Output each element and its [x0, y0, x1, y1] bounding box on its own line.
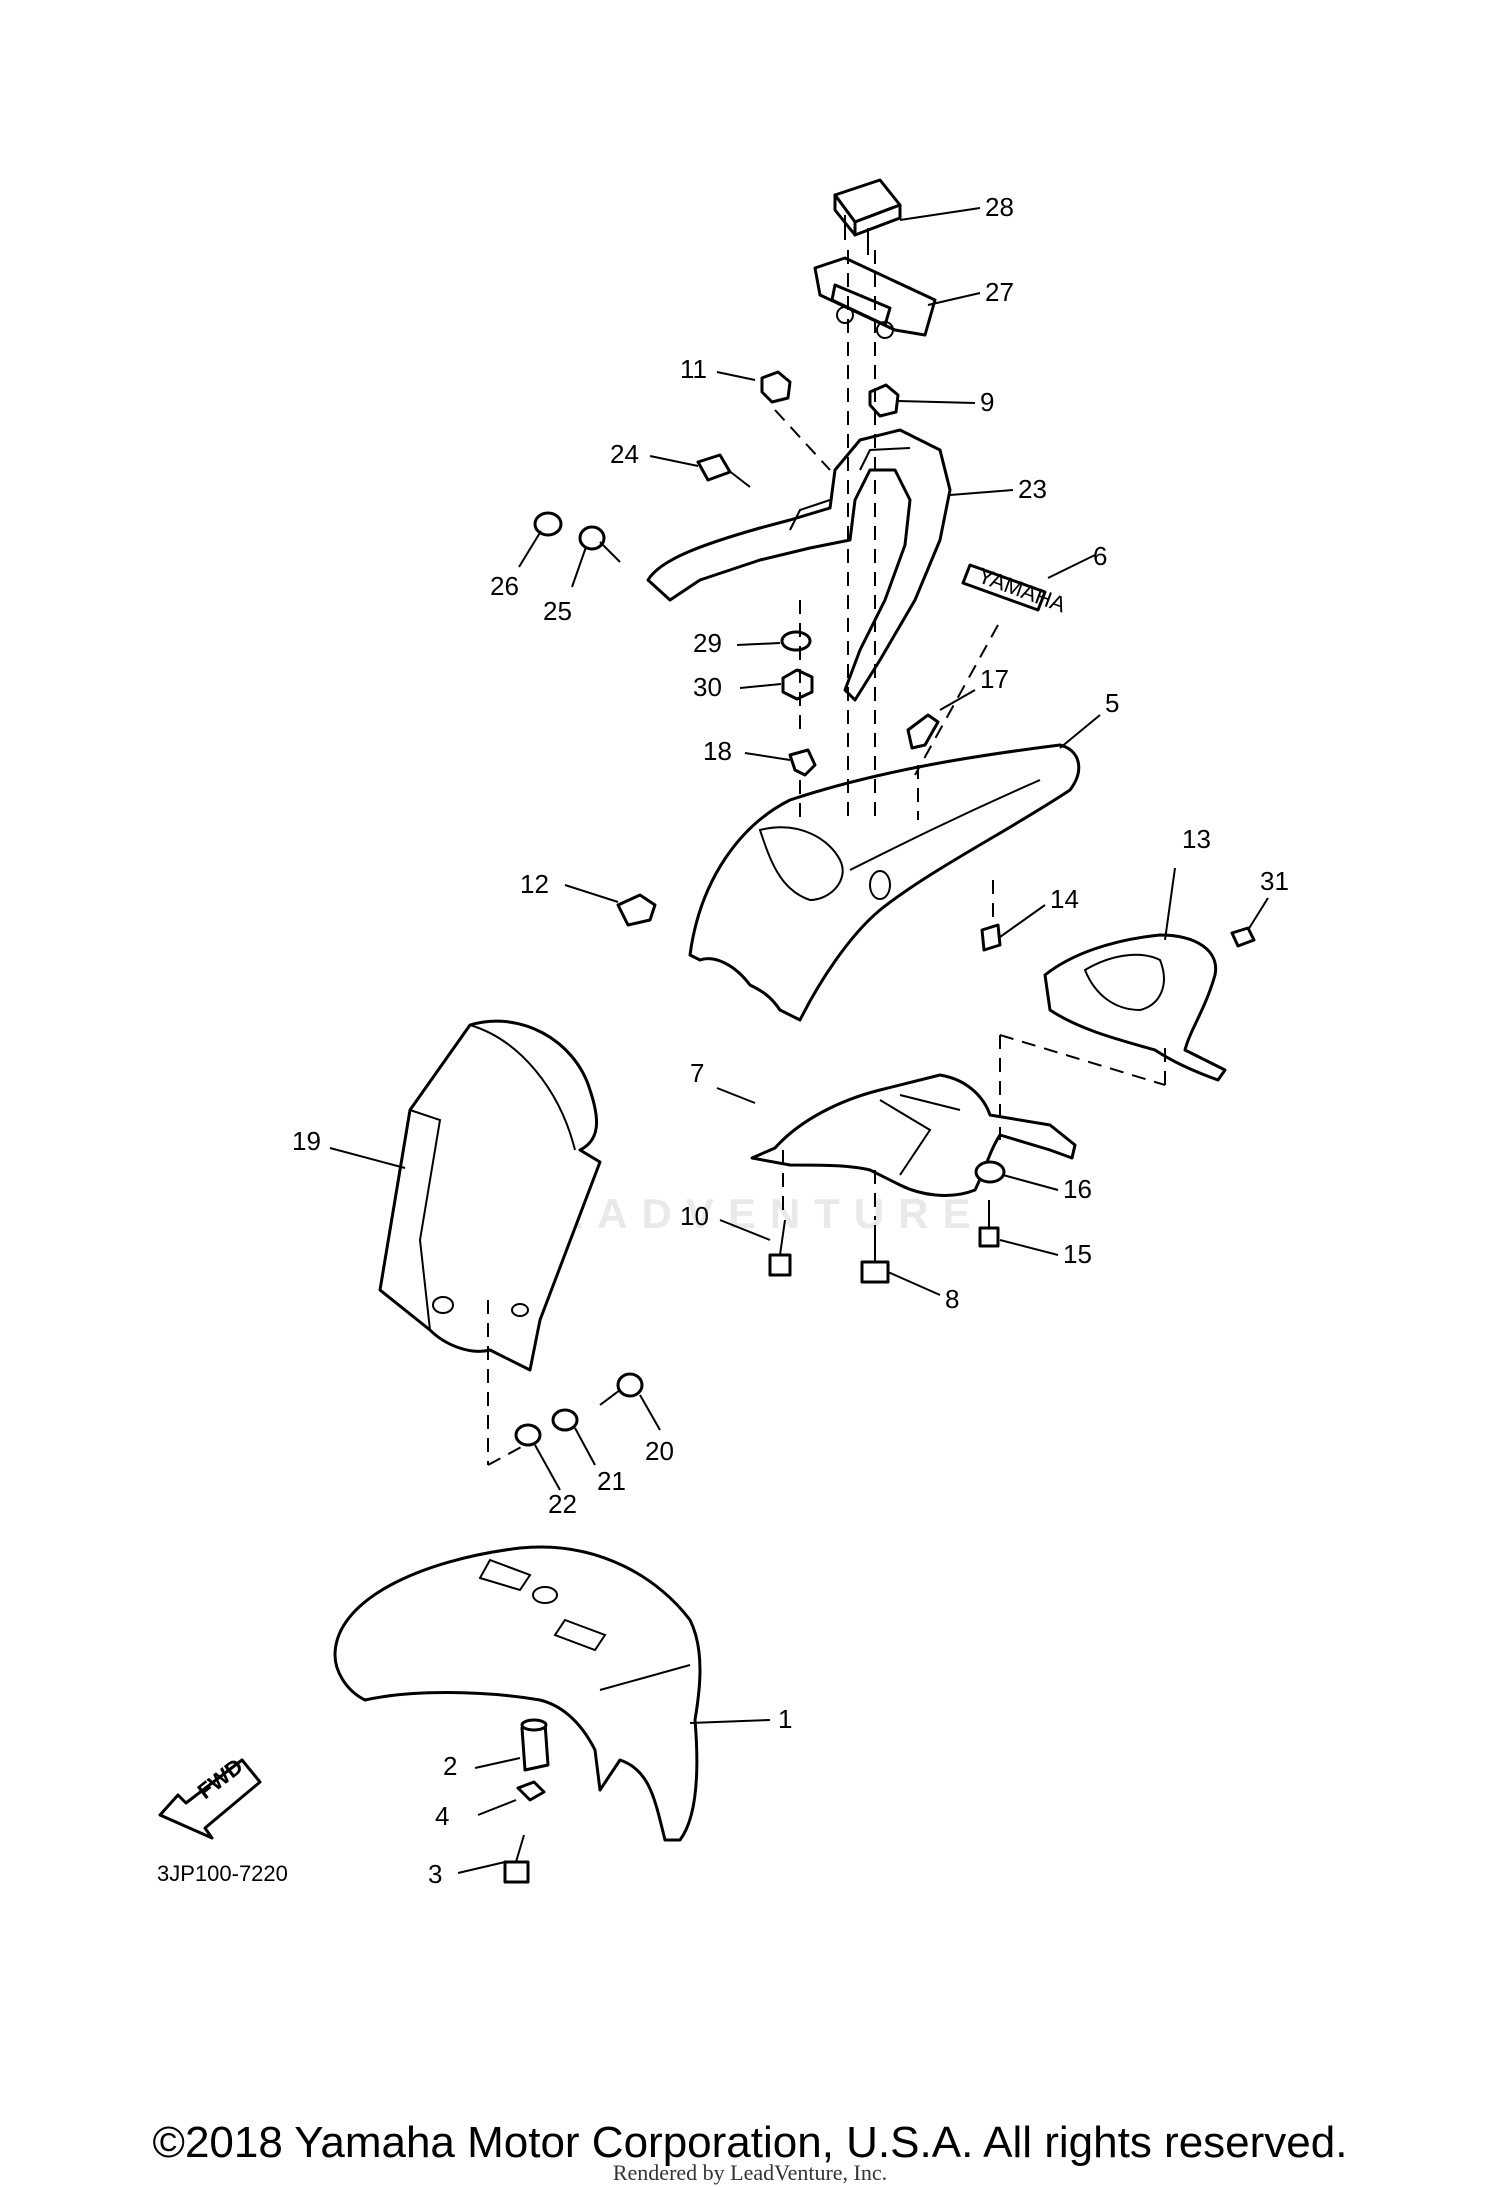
- label-31: 31: [1260, 866, 1289, 896]
- label-8: 8: [945, 1284, 959, 1314]
- part-24-bolt[interactable]: [696, 453, 751, 488]
- part-labels: 28 27 11 9 24 23 26 25 6 29 30 17 5 18 1…: [292, 192, 1289, 1889]
- label-17: 17: [980, 664, 1009, 694]
- part-9-nut[interactable]: [868, 383, 900, 418]
- label-11: 11: [680, 354, 707, 384]
- diagram-code: 3JP100-7220: [157, 1861, 288, 1886]
- label-6: 6: [1093, 541, 1107, 571]
- part-4-nut[interactable]: [516, 1780, 546, 1802]
- part-18-clip[interactable]: [788, 748, 817, 777]
- label-20: 20: [645, 1436, 674, 1466]
- label-13: 13: [1182, 824, 1211, 854]
- part-23-grab-bar[interactable]: [646, 428, 952, 702]
- label-4: 4: [435, 1801, 449, 1831]
- label-2: 2: [443, 1751, 457, 1781]
- part-26-cap[interactable]: [533, 511, 563, 537]
- part-12-clip[interactable]: [616, 893, 657, 927]
- label-18: 18: [703, 736, 732, 766]
- part-8-bolt[interactable]: [860, 1225, 890, 1284]
- label-14: 14: [1050, 884, 1079, 914]
- label-15: 15: [1063, 1239, 1092, 1269]
- part-10-bolt[interactable]: [768, 1219, 792, 1277]
- part-14-grommet[interactable]: [980, 923, 1002, 952]
- part-7-bracket-plate[interactable]: [750, 1073, 1077, 1197]
- label-30: 30: [693, 672, 722, 702]
- label-23: 23: [1018, 474, 1047, 504]
- rendered-by-notice: Rendered by LeadVenture, Inc.: [612, 2160, 888, 2185]
- part-20-bolt[interactable]: [599, 1372, 644, 1406]
- label-26: 26: [490, 571, 519, 601]
- label-24: 24: [610, 439, 639, 469]
- label-29: 29: [693, 628, 722, 658]
- label-19: 19: [292, 1126, 321, 1156]
- label-25: 25: [543, 596, 572, 626]
- label-1: 1: [778, 1704, 792, 1734]
- label-16: 16: [1063, 1174, 1092, 1204]
- assembly-lines: [487, 250, 1166, 1466]
- label-21: 21: [597, 1466, 626, 1496]
- label-3: 3: [428, 1859, 442, 1889]
- part-3-bolt[interactable]: [503, 1834, 530, 1884]
- part-5-rear-fender[interactable]: [688, 743, 1081, 1022]
- label-22: 22: [548, 1489, 577, 1519]
- label-12: 12: [520, 869, 549, 899]
- part-16-nut[interactable]: [974, 1160, 1006, 1184]
- part-15-bolt[interactable]: [978, 1200, 1000, 1248]
- copyright-notice: ©2018 Yamaha Motor Corporation, U.S.A. A…: [152, 2118, 1348, 2167]
- decal-text: YAMAHA: [975, 563, 1070, 618]
- part-22-washer[interactable]: [514, 1423, 542, 1447]
- part-6-decal: YAMAHA: [961, 563, 1070, 618]
- part-19-inner-fender[interactable]: [378, 1019, 602, 1372]
- part-30-nut[interactable]: [781, 668, 814, 701]
- part-29-washer[interactable]: [780, 630, 812, 652]
- part-13-tail-cover[interactable]: [1043, 933, 1227, 1082]
- label-9: 9: [980, 387, 994, 417]
- label-27: 27: [985, 277, 1014, 307]
- part-11-nut[interactable]: [760, 370, 792, 404]
- label-5: 5: [1105, 688, 1119, 718]
- leader-lines: [329, 207, 1269, 1874]
- part-21-washer[interactable]: [551, 1408, 579, 1432]
- label-10: 10: [680, 1201, 709, 1231]
- part-2-collar[interactable]: [520, 1718, 550, 1772]
- part-1-front-fender[interactable]: [333, 1545, 702, 1842]
- label-28: 28: [985, 192, 1014, 222]
- part-17-clip[interactable]: [906, 713, 940, 750]
- fwd-arrow: FWD: [158, 1753, 262, 1840]
- part-31-clip[interactable]: [1230, 926, 1256, 948]
- part-25-bolt[interactable]: [578, 525, 621, 563]
- part-28-bracket[interactable]: [833, 178, 902, 255]
- label-7: 7: [690, 1058, 704, 1088]
